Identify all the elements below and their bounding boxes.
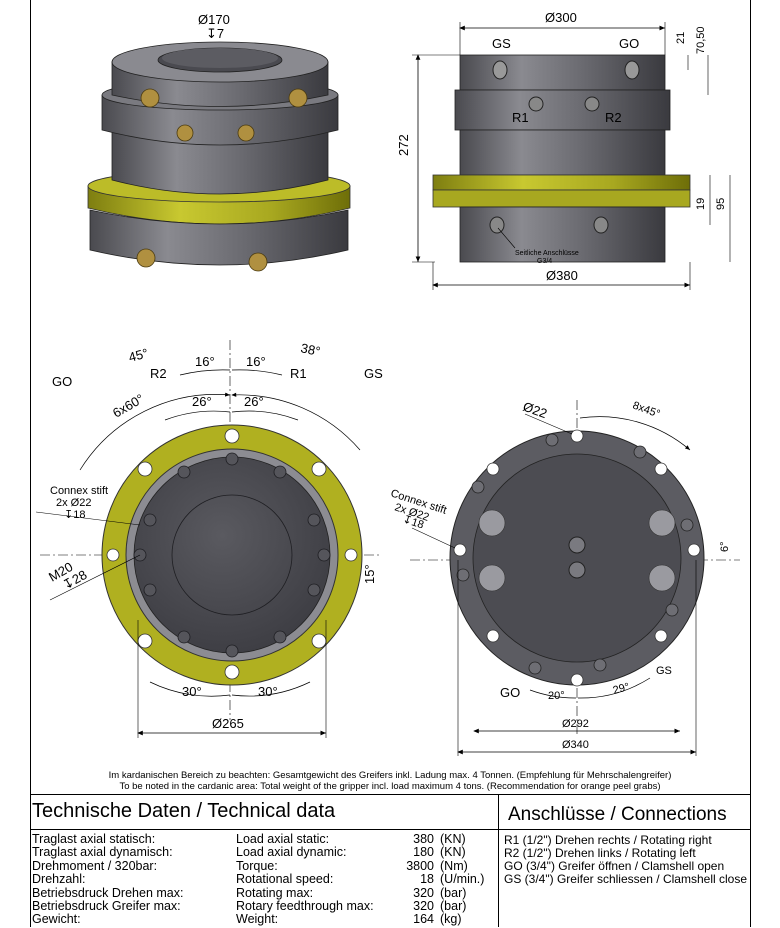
- label-r1-bottom: R1: [290, 366, 307, 381]
- data-table-frame: [30, 794, 750, 928]
- dim-dia-340: Ø340: [562, 739, 589, 751]
- tech-en-0: Load axial static:: [236, 832, 330, 846]
- dim-19: 19: [695, 198, 707, 210]
- tech-unit-1: (KN): [440, 845, 466, 860]
- note-side-ports-1: Seitliche Anschlüsse: [515, 250, 579, 257]
- tech-title-underline: [30, 829, 498, 830]
- dim-70-50: 70,50: [695, 26, 707, 54]
- connection-r1: R1 (1/2") Drehen rechts / Rotating right: [504, 833, 712, 847]
- dim-dia-300: Ø300: [545, 10, 577, 25]
- tech-value-6: 164: [413, 912, 434, 927]
- label-go-side: GO: [619, 36, 639, 51]
- dim-angle-26-left: 26°: [192, 394, 212, 409]
- dim-holes-6x60: 6x60°: [110, 391, 146, 421]
- label-r2-bottom: R2: [150, 366, 167, 381]
- dim-angle-16-left: 16°: [195, 354, 215, 369]
- dim-dia-292: Ø292: [562, 718, 589, 730]
- tech-de-5: Betriebsdruck Greifer max:: [32, 898, 181, 913]
- tech-en-3: Rotational speed:: [236, 872, 334, 887]
- dim-angle-30-right: 30°: [258, 684, 278, 699]
- dim-95: 95: [715, 198, 727, 210]
- tech-value-3: 18: [420, 872, 434, 887]
- dim-21: 21: [675, 32, 687, 44]
- table-divider: [498, 794, 499, 927]
- tech-unit-5: (bar): [440, 898, 467, 913]
- label-gs-side: GS: [492, 36, 511, 51]
- dim-dia-265: Ø265: [212, 716, 244, 731]
- technical-drawing: Ø170 ↧7 Ø300 GS GO 21 70,50: [35, 10, 740, 756]
- tech-de-6: Gewicht:: [32, 912, 81, 927]
- frame-left-edge: [30, 0, 31, 927]
- dim-angle-45: 45°: [127, 345, 150, 365]
- tech-value-5: 320: [413, 898, 434, 913]
- tech-de-3: Drehzahl:: [32, 872, 86, 887]
- tech-value-4: 320: [413, 885, 434, 900]
- dim-angle-20: 20°: [548, 690, 565, 702]
- tech-col-value: 380 180 3800 18 320 320 164: [382, 832, 434, 927]
- conn-title-underline: [499, 829, 750, 830]
- dim-dia-170: Ø170: [198, 12, 230, 27]
- tech-de-0: Traglast axial statisch:: [32, 832, 156, 846]
- connection-r2: R2 (1/2") Drehen links / Rotating left: [504, 846, 696, 860]
- dim-angle-30-left: 30°: [182, 684, 202, 699]
- tech-en-1: Load axial dynamic:: [236, 845, 347, 860]
- connection-gs: GS (3/4") Greifer schliessen / Clamshell…: [504, 872, 748, 886]
- label-r2-side: R2: [605, 110, 622, 125]
- label-gs-face: GS: [656, 665, 672, 677]
- frame-right-edge: [750, 0, 751, 927]
- dim-272: 272: [396, 134, 411, 156]
- tech-en-4: Rotating max:: [236, 885, 314, 900]
- tech-unit-6: (kg): [440, 912, 462, 927]
- tech-de-4: Betriebsdruck Drehen max:: [32, 885, 184, 900]
- tech-unit-4: (bar): [440, 885, 467, 900]
- dim-angle-15: 15°: [362, 564, 377, 584]
- dim-angle-38: 38°: [299, 340, 321, 359]
- weight-note-en: To be noted in the cardanic area: Total …: [119, 781, 661, 792]
- tech-unit-3: (U/min.): [440, 872, 485, 887]
- tech-value-1: 180: [413, 845, 434, 860]
- tech-unit-0: (KN): [440, 832, 466, 846]
- tech-en-2: Torque:: [236, 858, 278, 873]
- tech-value-2: 3800: [406, 858, 434, 873]
- dim-angle-6: 6°: [719, 541, 731, 552]
- tech-data-title: Technische Daten / Technical data: [32, 800, 336, 822]
- side-view: Ø300 GS GO 21 70,50 R1 R2 272 Seitlich: [396, 10, 731, 290]
- dim-holes-8x45: 8x45°: [631, 400, 662, 421]
- isometric-view: Ø170 ↧7: [87, 12, 351, 272]
- label-r1-side: R1: [512, 110, 529, 125]
- bottom-right-view: Ø22 8x45° Connex stift 2x Ø22 ↧18 6° GS …: [389, 399, 740, 756]
- tech-en-5: Rotary feedthrough max:: [236, 898, 374, 913]
- dim-dia-380: Ø380: [546, 268, 578, 283]
- tech-col-de: Traglast axial statisch: Traglast axial …: [32, 832, 184, 927]
- tech-en-6: Weight:: [236, 912, 279, 927]
- dim-dia-22: Ø22: [521, 399, 549, 422]
- label-go-face: GO: [500, 685, 520, 700]
- tech-de-2: Drehmoment / 320bar:: [32, 858, 158, 873]
- note-side-ports-2: G3/4: [537, 258, 552, 265]
- tech-value-0: 380: [413, 832, 434, 846]
- tech-de-1: Traglast axial dynamisch:: [32, 845, 173, 860]
- weight-note-de: Im kardanischen Bereich zu beachten: Ges…: [108, 770, 672, 781]
- weight-note: Im kardanischen Bereich zu beachten: Ges…: [30, 770, 750, 792]
- tech-col-en: Load axial static: Load axial dynamic: T…: [236, 832, 374, 927]
- dim-depth-7: ↧7: [206, 26, 224, 41]
- dim-angle-26-right: 26°: [244, 394, 264, 409]
- bottom-left-view: 45° 38° 16° 16° R2 R1 GO GS 26° 26° 6x60…: [35, 340, 383, 738]
- note-connex-left-2: 2x Ø22: [56, 497, 91, 509]
- tech-unit-2: (Nm): [440, 858, 468, 873]
- label-gs-bottom: GS: [364, 366, 383, 381]
- connection-go: GO (3/4") Greifer öffnen / Clamshell ope…: [504, 859, 725, 873]
- note-connex-left-1: Connex stift: [50, 485, 108, 497]
- connections-list: R1 (1/2") Drehen rechts / Rotating right…: [504, 834, 747, 886]
- connections-title: Anschlüsse / Connections: [508, 804, 727, 825]
- note-connex-left-3: ↧18: [64, 509, 85, 521]
- dim-angle-16-right: 16°: [246, 354, 266, 369]
- tech-col-unit: (KN) (KN) (Nm) (U/min.) (bar) (bar) (kg): [440, 832, 485, 927]
- label-go-bottom: GO: [52, 374, 72, 389]
